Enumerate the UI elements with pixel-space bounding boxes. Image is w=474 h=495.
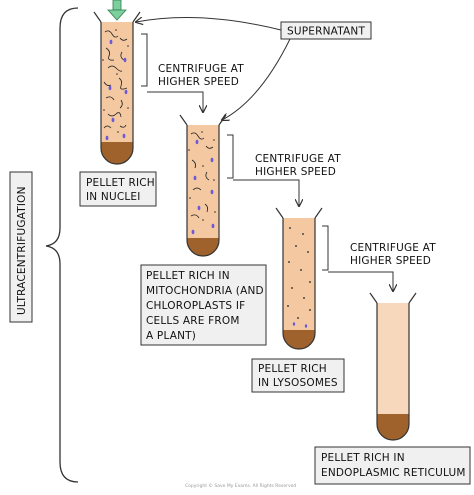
tube-3 <box>275 207 323 350</box>
step-2-arrow <box>233 179 299 206</box>
supernatant-arrow-tube2 <box>222 38 291 120</box>
step-2-bracket <box>227 134 234 179</box>
green-arrow-icon <box>107 0 127 21</box>
step-1-arrow <box>147 91 203 112</box>
step-3-bracket <box>322 225 329 271</box>
ultracentrifugation-brace <box>45 7 79 483</box>
supernatant-text: SUPERNATANT <box>287 26 365 38</box>
pellet-lyso-line2: IN LYSOSOMES <box>258 377 338 389</box>
step-1-bracket <box>141 33 148 87</box>
pellet-nuclei-line2: IN NUCLEI <box>86 191 141 203</box>
pellet-mito-line1: PELLET RICH IN <box>146 270 230 282</box>
ultracentrifugation-label: ULTRACENTRIFUGATION <box>9 171 33 323</box>
step-1-line2: HIGHER SPEED <box>158 76 239 88</box>
tube-2 <box>179 114 227 257</box>
pellet-label-lysosomes: PELLET RICH IN LYSOSOMES <box>251 358 345 393</box>
pellet-label-mitochondria: PELLET RICH IN MITOCHONDRIA (AND CHLOROP… <box>140 264 267 346</box>
tube-4 <box>369 292 417 441</box>
step-2-line1: CENTRIFUGE AT <box>255 153 341 165</box>
pellet-lyso-line1: PELLET RICH <box>258 363 327 375</box>
supernatant-arrow-tube1 <box>136 18 282 31</box>
pellet-nuclei-line1: PELLET RICH <box>86 177 155 189</box>
pellet-label-nuclei: PELLET RICH IN NUCLEI <box>79 171 157 207</box>
pellet-mito-line2: MITOCHONDRIA (AND <box>146 285 264 297</box>
supernatant-label: SUPERNATANT <box>280 21 372 40</box>
pellet-mito-line4: CELLS ARE FROM <box>146 315 240 327</box>
pellet-er-line1: PELLET RICH IN <box>321 452 405 464</box>
pellet-er-line2: ENDOPLASMIC RETICULUM <box>321 467 466 479</box>
step-1-line1: CENTRIFUGE AT <box>158 63 244 75</box>
pellet-label-er: PELLET RICH IN ENDOPLASMIC RETICULUM <box>314 446 471 485</box>
copyright-watermark: Copyright © Save My Exams. All Rights Re… <box>185 482 296 489</box>
tube-1 <box>93 11 141 165</box>
step-3-line2: HIGHER SPEED <box>350 255 431 267</box>
step-3-arrow <box>328 271 393 291</box>
ultracentrifugation-text: ULTRACENTRIFUGATION <box>16 186 28 315</box>
step-3-line1: CENTRIFUGE AT <box>350 242 436 254</box>
step-2-line2: HIGHER SPEED <box>255 166 336 178</box>
pellet-mito-line3: CHLOROPLASTS IF <box>146 300 245 312</box>
pellet-mito-line5: A PLANT) <box>146 330 196 342</box>
